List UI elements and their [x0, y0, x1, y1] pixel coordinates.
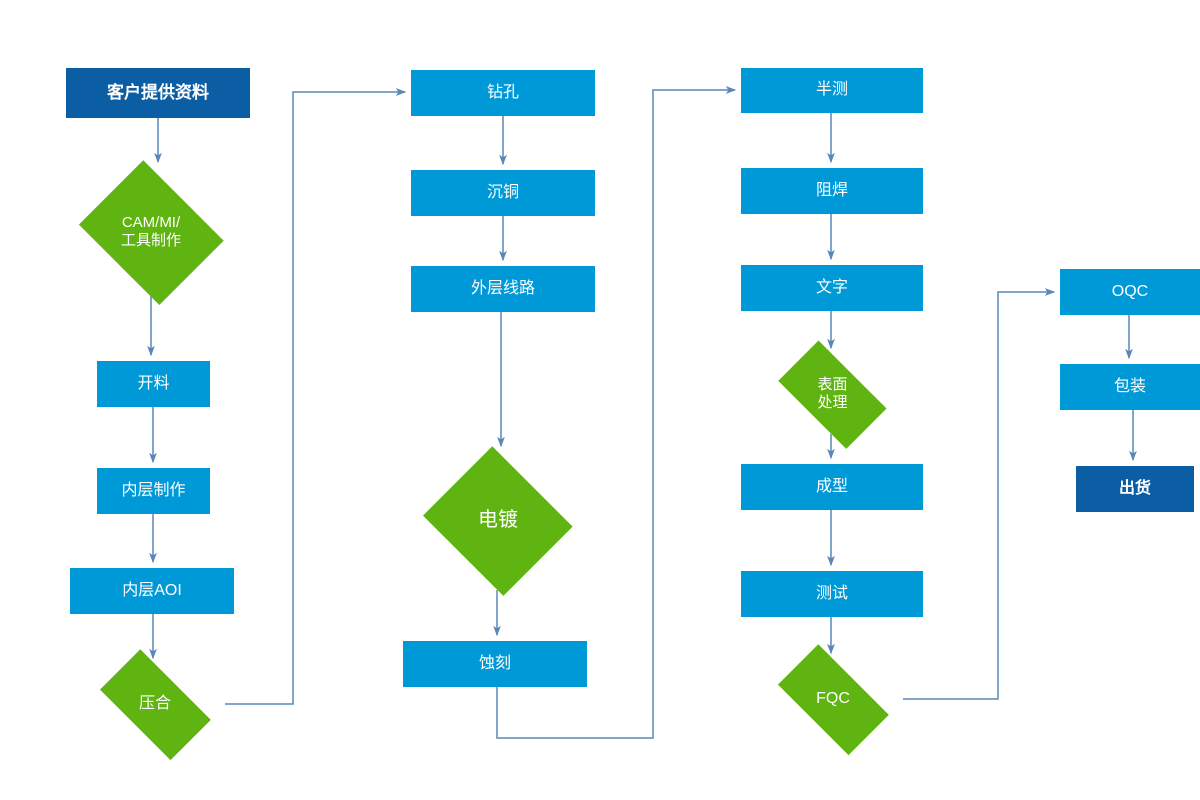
flow-node-label: 压合 [138, 694, 171, 712]
flow-node-n12[interactable]: 半测 [741, 68, 923, 113]
flow-node-n9[interactable]: 外层线路 [411, 266, 595, 312]
connector-e6 [225, 88, 407, 705]
flow-node-n8[interactable]: 沉铜 [411, 170, 595, 216]
flow-node-label: 表面 处理 [817, 376, 848, 411]
flow-node-n19[interactable]: OQC [1060, 269, 1200, 315]
flow-node-n14[interactable]: 文字 [741, 265, 923, 311]
flow-node-n16[interactable]: 成型 [741, 464, 923, 510]
flow-node-n10[interactable]: 电镀 [418, 446, 578, 596]
flow-node-n2[interactable]: CAM/MI/ 工具制作 [71, 159, 231, 304]
flow-node-n15[interactable]: 表面 处理 [765, 340, 900, 448]
flow-node-n11[interactable]: 蚀刻 [403, 641, 587, 687]
flow-node-n3[interactable]: 开料 [97, 361, 210, 407]
flow-node-n18[interactable]: FQC [763, 643, 903, 754]
flow-node-n5[interactable]: 内层AOI [70, 568, 234, 614]
connector-e18 [903, 288, 1056, 700]
flow-node-label: CAM/MI/ 工具制作 [120, 214, 181, 249]
flow-node-label: FQC [816, 689, 850, 707]
flow-node-n13[interactable]: 阻焊 [741, 168, 923, 214]
flow-node-n6[interactable]: 压合 [85, 648, 225, 759]
flow-node-n1[interactable]: 客户提供资料 [66, 68, 250, 118]
connector-group [147, 86, 1137, 739]
flow-node-n4[interactable]: 内层制作 [97, 468, 210, 514]
flow-node-n7[interactable]: 钻孔 [411, 70, 595, 116]
flow-node-label: 电镀 [478, 509, 518, 532]
flow-node-n17[interactable]: 测试 [741, 571, 923, 617]
flow-node-n20[interactable]: 包装 [1060, 364, 1200, 410]
flow-node-n21[interactable]: 出货 [1076, 466, 1194, 512]
